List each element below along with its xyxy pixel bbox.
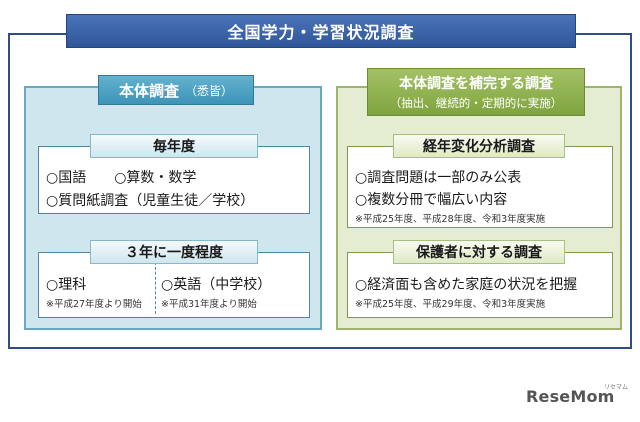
- main-survey-header: 本体調査 （悉皆）: [98, 75, 254, 105]
- guardian-line-1: ○経済面も含めた家庭の状況を把握: [355, 277, 578, 293]
- science-item: ○理科: [46, 277, 87, 293]
- english-note: ※平成31年度より開始: [161, 299, 257, 310]
- supplementary-survey-header-label: 本体調査を補完する調査: [399, 76, 553, 92]
- trend-tag: 経年変化分析調査: [393, 134, 565, 158]
- science-note: ※平成27年度より開始: [46, 299, 142, 310]
- english-item: ○英語（中学校）: [161, 277, 272, 293]
- main-survey-header-label: 本体調査: [118, 81, 179, 100]
- yearly-line-2: ○質問紙調査（児童生徒／学校）: [46, 193, 255, 209]
- diagram-title: 全国学力・学習状況調査: [66, 14, 576, 48]
- yearly-line-1: ○国語 ○算数・数学: [46, 170, 197, 186]
- trend-line-2: ○複数分冊で幅広い内容: [355, 192, 508, 208]
- resemom-logo-ruby: リセマム: [604, 384, 629, 391]
- guardian-note: ※平成25年度、平成29年度、令和3年度実施: [355, 299, 546, 310]
- supplementary-survey-header: 本体調査を補完する調査 （抽出、継続的・定期的に実施）: [367, 68, 585, 116]
- triennial-divider: [155, 262, 156, 314]
- guardian-tag: 保護者に対する調査: [393, 240, 565, 264]
- yearly-tag: 毎年度: [90, 134, 258, 158]
- trend-line-1: ○調査問題は一部のみ公表: [355, 170, 522, 186]
- supplementary-survey-header-sub: （抽出、継続的・定期的に実施）: [389, 96, 563, 110]
- trend-note: ※平成25年度、平成28年度、令和3年度実施: [355, 214, 546, 225]
- main-survey-header-sub: （悉皆）: [185, 83, 234, 98]
- triennial-tag: ３年に一度程度: [90, 240, 258, 264]
- resemom-logo: ReseMom: [526, 387, 615, 406]
